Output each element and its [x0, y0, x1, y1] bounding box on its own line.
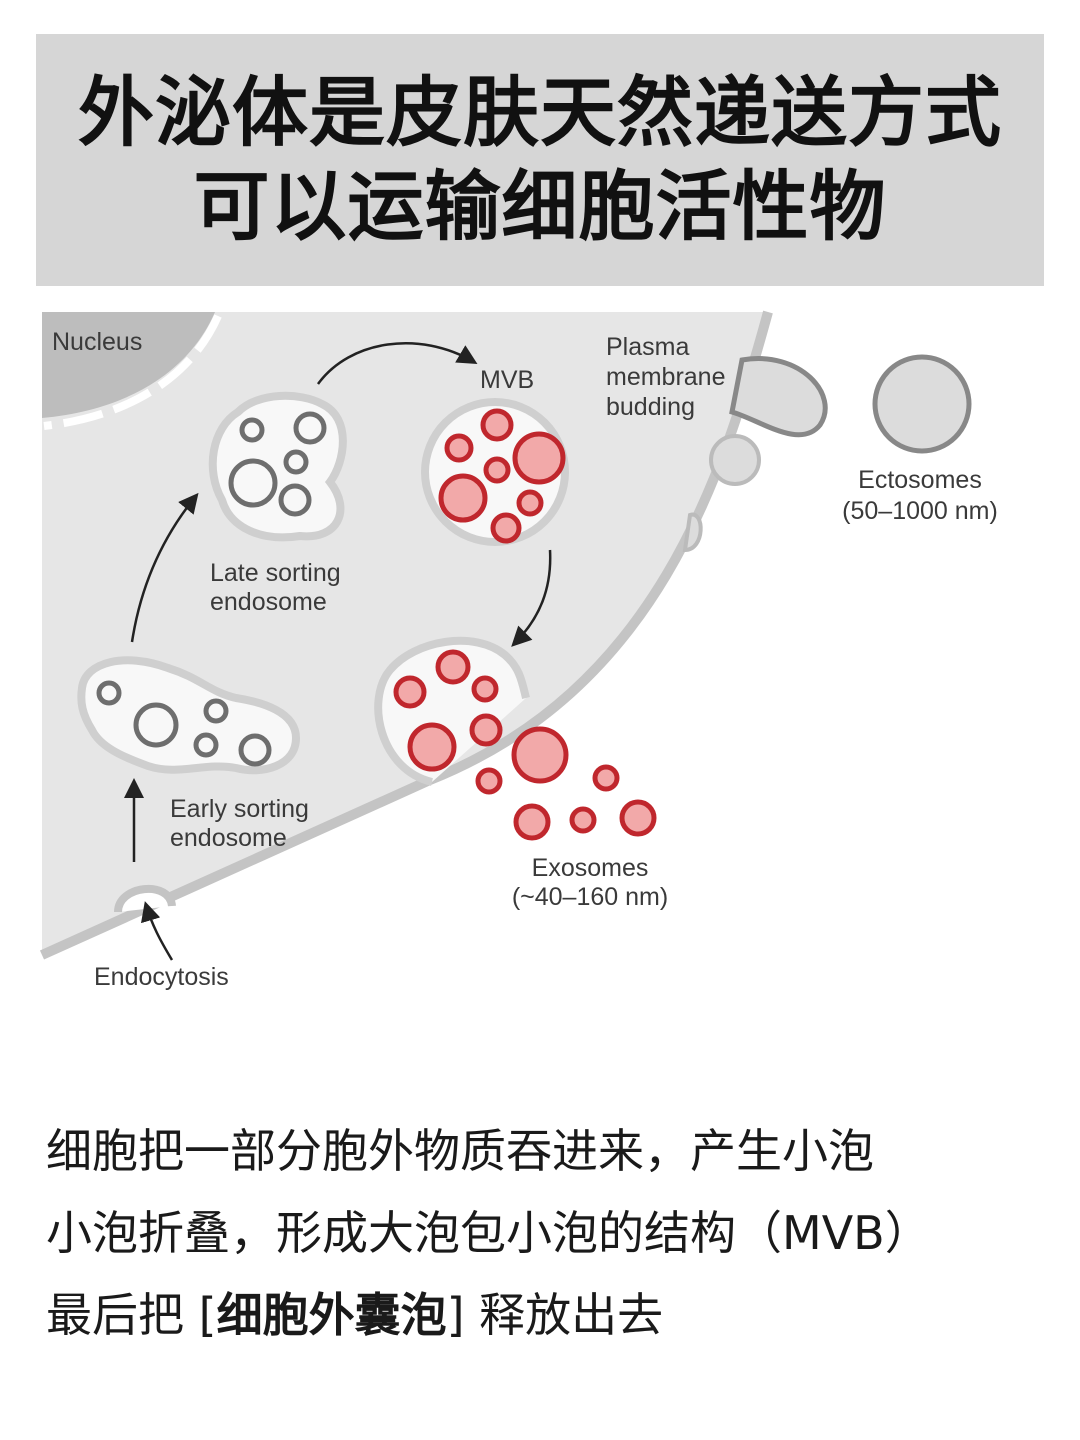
arrow-mvb-to-membrane: [511, 549, 552, 647]
released-exosomes: [393, 649, 657, 841]
description-line-1: 细胞把一部分胞外物质吞进来，产生小泡: [46, 1124, 874, 1178]
arrow-to-late-endosome: [130, 492, 199, 643]
label-plasma-3: budding: [606, 393, 695, 421]
arrow-to-mvb: [316, 342, 478, 385]
plasma-bud-large: [729, 356, 828, 438]
label-late-sorting-2: endosome: [210, 588, 327, 616]
label-plasma-1: Plasma: [606, 333, 689, 361]
label-exosomes: Exosomes: [532, 854, 649, 882]
endocytosis-pit: [114, 884, 176, 913]
title-line-2: 可以运输细胞活性物: [193, 162, 887, 251]
description-line-2: 小泡折叠，形成大泡包小泡的结构（MVB）: [46, 1206, 931, 1260]
label-mvb: MVB: [480, 366, 534, 394]
title-line-1: 外泌体是皮肤天然递送方式: [78, 68, 1002, 157]
ectosome: [872, 354, 972, 454]
label-nucleus: Nucleus: [52, 328, 142, 356]
arrow-endocytosis-in: [141, 901, 174, 961]
label-plasma-2: membrane: [606, 363, 726, 391]
description-line-3-post: ] 释放出去: [446, 1288, 664, 1342]
label-early-sorting-2: endosome: [170, 824, 287, 852]
nuclear-envelope: [43, 314, 222, 430]
exosome-diagram: Nucleus MVB Plasma membrane budding Ecto…: [0, 300, 1080, 1020]
plasma-bud-small: [682, 512, 703, 553]
early-endosome-vesicles: [96, 680, 272, 767]
label-late-sorting: Late sorting: [210, 559, 341, 587]
mvb-intraluminal-vesicles: [438, 408, 566, 544]
description-highlight: 细胞外囊泡: [216, 1288, 447, 1342]
description-text: 细胞把一部分胞外物质吞进来，产生小泡 小泡折叠，形成大泡包小泡的结构（MVB） …: [46, 1110, 1046, 1356]
nucleus: [42, 312, 215, 418]
label-ectosomes-size: (50–1000 nm): [842, 497, 998, 525]
label-ectosomes: Ectosomes: [858, 466, 982, 494]
label-endocytosis: Endocytosis: [94, 963, 229, 991]
label-early-sorting: Early sorting: [170, 795, 309, 823]
exosome-diagram-svg: Nucleus MVB Plasma membrane budding Ecto…: [39, 310, 998, 991]
late-sorting-endosome: [208, 391, 347, 542]
plasma-bud-mid: [709, 434, 761, 486]
late-endosome-vesicles: [228, 411, 327, 517]
label-exosomes-size: (~40–160 nm): [512, 883, 668, 911]
title-banner: 外泌体是皮肤天然递送方式 可以运输细胞活性物: [36, 34, 1044, 286]
description-line-3-pre: 最后把 [: [46, 1288, 217, 1342]
description-line-3: 最后把 [细胞外囊泡] 释放出去: [46, 1274, 1046, 1356]
